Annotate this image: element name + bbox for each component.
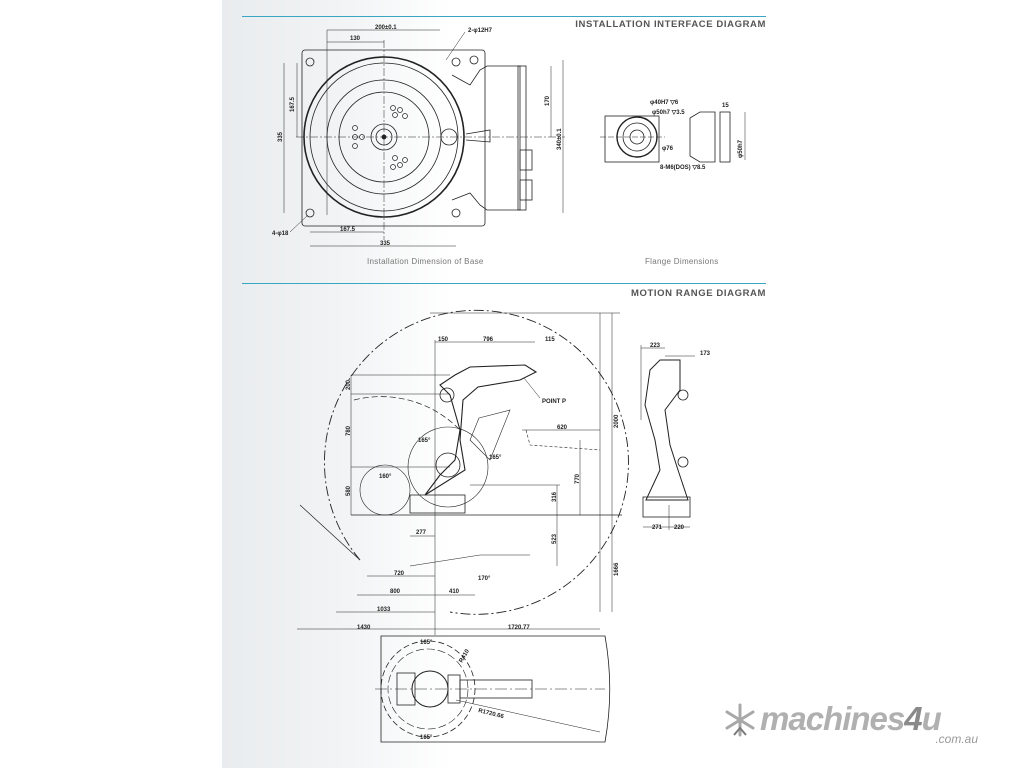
motion-dimension-labels: 150 796 115 POINT P 200 780 580 165° 165… <box>346 337 620 631</box>
logo-wordmark: machines4u <box>760 700 942 737</box>
dim-label: φ50h7 ▽3.5 <box>652 110 685 116</box>
base-dimension-labels: 200±0.1 130 2-φ12H7 167.5 335 170 340±0.… <box>272 25 563 247</box>
section-rule-motion <box>242 283 766 284</box>
logo-domain: .com.au <box>935 732 978 746</box>
dim-label: 115 <box>545 337 555 343</box>
dim-label: 800 <box>390 589 401 595</box>
dim-label: 8-M6(DOS) ▽8.5 <box>660 165 706 171</box>
top-view-labels: 165° R410 R1720.66 165° <box>420 640 505 741</box>
dim-label: 167.5 <box>340 227 356 233</box>
snowflake-icon <box>725 703 755 737</box>
dim-label: 410 <box>449 589 460 595</box>
dim-label: 720 <box>394 571 405 577</box>
dim-label: 580 <box>346 485 352 496</box>
base-drawing <box>283 29 565 247</box>
dim-label: φ40H7 ▽6 <box>650 100 679 106</box>
dim-label: 170° <box>478 576 491 582</box>
section-rule-top <box>242 16 766 17</box>
dim-label: 220 <box>674 525 685 531</box>
dim-label: 165° <box>489 455 502 461</box>
dim-label: 2000 <box>614 414 620 428</box>
dim-label: 200±0.1 <box>375 25 397 31</box>
dim-label: 770 <box>575 473 581 484</box>
flange-caption: Flange Dimensions <box>645 257 719 266</box>
dim-label: 167.5 <box>290 96 296 112</box>
dim-label: 165° <box>418 438 431 444</box>
dim-label: R410 <box>459 648 472 664</box>
dim-label: φ76 <box>662 146 674 152</box>
dim-label: 170 <box>545 95 551 106</box>
dim-label: 1430 <box>357 625 371 631</box>
dim-label: 277 <box>416 530 427 536</box>
flange-drawing <box>600 111 746 163</box>
side-view-labels: 223 173 271 220 <box>650 343 711 531</box>
dim-label: 780 <box>346 425 352 436</box>
dim-label: 15 <box>722 103 729 109</box>
dim-label: φ50h7 <box>738 139 744 158</box>
dim-label: 165° <box>420 735 433 741</box>
dim-label: 200 <box>346 379 352 390</box>
base-caption: Installation Dimension of Base <box>367 257 484 266</box>
machines4u-logo: machines4u .com.au <box>722 700 990 746</box>
dim-label: 1666 <box>614 562 620 576</box>
left-gradient-panel <box>222 0 452 768</box>
motion-range-drawing <box>297 309 629 635</box>
dim-label: 223 <box>650 343 661 349</box>
dim-label: 316 <box>552 491 558 502</box>
dim-label: 150 <box>438 337 449 343</box>
dim-label: 796 <box>483 337 494 343</box>
dim-label: 335 <box>380 241 391 247</box>
dim-label: 4-φ18 <box>272 231 289 237</box>
installation-heading: INSTALLATION INTERFACE DIAGRAM <box>575 19 766 30</box>
dim-label: 160° <box>379 474 392 480</box>
dim-label: 2-φ12H7 <box>468 28 493 34</box>
dim-label: 1033 <box>377 607 391 613</box>
dim-label: 130 <box>350 36 361 42</box>
dim-label: 173 <box>700 351 711 357</box>
motion-heading: MOTION RANGE DIAGRAM <box>631 288 766 299</box>
dim-label: 620 <box>557 425 568 431</box>
flange-dimension-labels: φ40H7 ▽6 φ50h7 ▽3.5 φ76 8-M6(DOS) ▽8.5 1… <box>650 100 744 171</box>
dim-label: 523 <box>552 533 558 544</box>
top-view-drawing <box>375 635 611 743</box>
dim-label: 1720.77 <box>508 625 530 631</box>
dim-label: 335 <box>278 131 284 142</box>
side-view-drawing <box>640 345 695 530</box>
dim-label: 165° <box>420 640 433 646</box>
dim-label: POINT P <box>542 399 566 405</box>
dim-label: 271 <box>652 525 663 531</box>
dim-label: 340±0.1 <box>557 128 563 150</box>
